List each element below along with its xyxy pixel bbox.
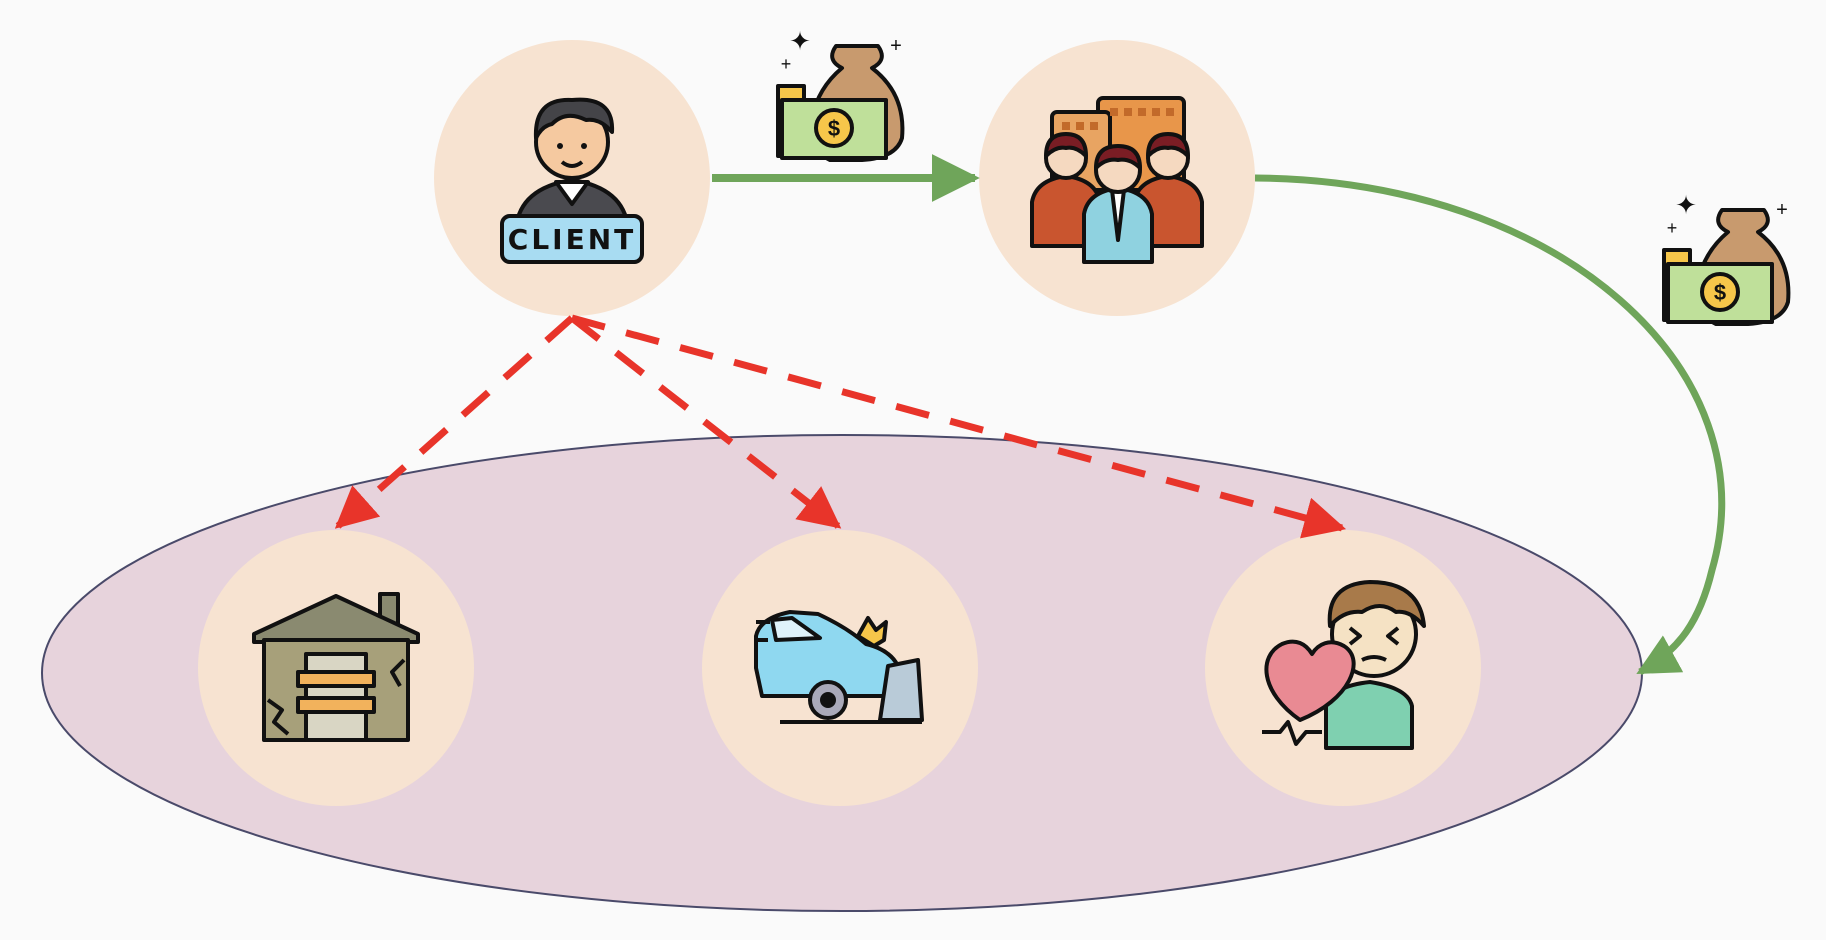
svg-text:+: + — [890, 35, 902, 57]
car-crash-icon — [754, 610, 924, 724]
premium-arrow-insurer-to-pool — [1254, 174, 1726, 676]
client-label: CLIENT — [508, 223, 636, 256]
risk-arrow-client-to-car — [569, 315, 842, 529]
damaged-house-icon — [252, 592, 420, 742]
svg-text:✦: ✦ — [1675, 190, 1697, 220]
client-person-icon: CLIENT — [500, 97, 644, 264]
money-bag-icon: $ ✦ + + — [1662, 190, 1791, 326]
heart-attack-person-icon — [1262, 580, 1426, 750]
risk-arrow-client-to-health — [571, 314, 1347, 539]
svg-text:+: + — [781, 54, 792, 74]
svg-text:$: $ — [1714, 280, 1726, 305]
svg-text:$: $ — [828, 116, 840, 141]
money-bag-icon: $ ✦ + + — [776, 26, 905, 162]
svg-text:+: + — [1667, 218, 1678, 238]
svg-text:+: + — [1776, 199, 1788, 221]
svg-text:✦: ✦ — [789, 26, 811, 56]
business-team-icon — [1030, 96, 1204, 264]
